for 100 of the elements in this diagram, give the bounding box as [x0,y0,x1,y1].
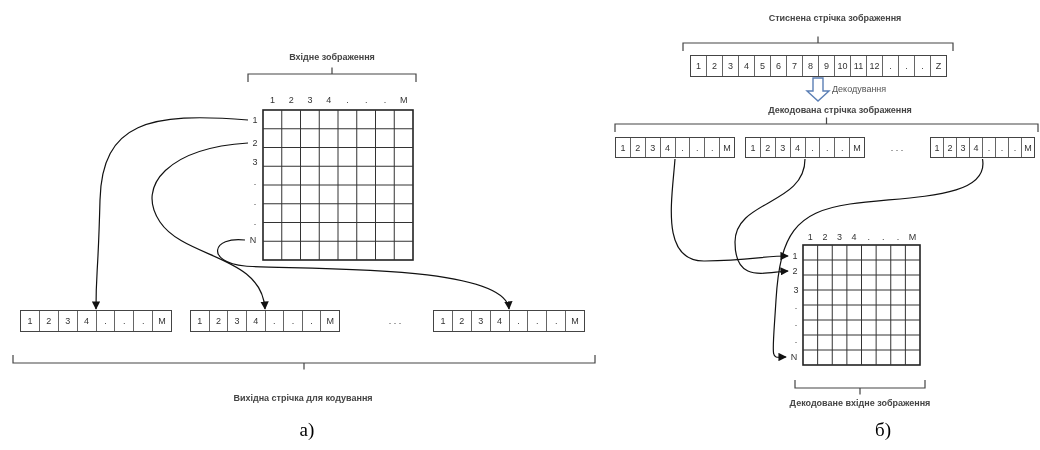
strip-cell: . [835,138,851,157]
strip-cell-text: M [1023,141,1033,155]
strip-cell: . [899,56,915,76]
curved-arrow [734,158,806,276]
row-number: 1 [250,112,260,128]
strip-cell: 2 [760,138,776,157]
curved-arrow [217,239,510,310]
column-number: 2 [822,232,828,242]
pixel-strip [745,137,865,158]
strip-cell: . [134,311,154,331]
strip-cell: 4 [77,311,97,331]
strip-cell: 3 [957,138,970,157]
strip-cell: 4 [970,138,983,157]
strip-cell: . [996,138,1009,157]
strip-cell: 6 [771,56,787,76]
strip-heading: Стиснена стрічка зображення [768,13,902,23]
strip-cell: . [528,311,548,331]
strip-cell: . [820,138,836,157]
column-number: . [867,232,870,242]
edge-label: Декодування [832,84,887,94]
strip-cell: 9 [819,56,835,76]
strip-cell: . [983,138,996,157]
strip-cell: 3 [58,311,78,331]
strip-cell: 2 [39,311,59,331]
strip-cell: 8 [803,56,819,76]
column-number: M [908,232,917,242]
strip-cell: 4 [739,56,755,76]
curved-arrow [670,158,789,262]
column-number: 3 [307,95,313,105]
strip-cell: . [1009,138,1022,157]
strip-cell: . [265,311,285,331]
column-number: . [346,95,349,105]
row-number: 3 [793,285,799,295]
strip-cell-text: M [852,141,862,155]
image-heading: Вхідне зображення [289,52,375,62]
pixel-strip [190,310,340,332]
pixel-strip [615,137,735,158]
curved-arrow [91,117,249,310]
row-number: 1 [790,249,800,263]
strip-heading: Вихідна стрічка для кодування [233,393,373,403]
strip-cell: 4 [490,311,510,331]
strip-cell: 11 [851,56,867,76]
strip-cell: . [883,56,899,76]
strip-cell: 3 [723,56,739,76]
strip-cell: . [675,138,691,157]
strip-cell-text: M [157,315,167,328]
strip-cell-text: M [722,141,732,155]
strip-cell: . [690,138,706,157]
strip-cell: 3 [228,311,247,331]
row-number: N [788,350,800,364]
column-number: . [383,95,387,105]
strip-cell: 2 [944,138,957,157]
block-arrow [805,77,831,102]
column-number: M [399,95,408,105]
column-number: . [896,232,900,242]
column-number: 4 [851,232,857,242]
strip-cell: . [284,311,303,331]
curved-arrow [151,142,268,310]
strip-cell: 1 [931,138,944,157]
strip-cell: 4 [790,138,806,157]
column-number: 3 [837,232,842,242]
panel-label: б) [875,419,891,441]
panel-label: а) [299,419,315,441]
row-number: . [253,197,257,207]
pixel-strip [433,310,585,332]
strip-cell: 4 [660,138,676,157]
column-number: 1 [807,232,813,242]
strip-cell: . [509,311,529,331]
column-number: 2 [288,95,294,105]
strip-cell-text: M [570,315,580,328]
ellipsis: . . . [890,143,904,153]
strip-cell-text: Z [934,60,943,73]
column-number: 4 [326,95,332,105]
strip-cell: 1 [434,311,453,331]
strip-cell: . [96,311,116,331]
row-number: . [794,335,798,345]
column-number: 1 [269,95,275,105]
row-number: . [794,301,798,311]
strip-cell: 1 [691,56,707,76]
row-number: . [253,217,257,227]
strip-cell: . [547,311,567,331]
strip-cell-text: M [325,315,335,328]
strip-cell: 3 [645,138,661,157]
row-number: . [794,318,798,328]
row-number: 2 [250,135,260,151]
strip-cell: 2 [707,56,723,76]
row-number: 3 [252,157,258,167]
strip-cell: 4 [246,311,266,331]
strip-cell: 3 [775,138,791,157]
strip-cell: 1 [746,138,761,157]
strip-cell: 1 [616,138,631,157]
strip-cell: . [302,311,322,331]
strip-cell: . [805,138,821,157]
strip-cell: 3 [471,311,491,331]
row-number: 2 [790,264,800,278]
column-number: . [364,95,368,105]
strip-cell: 5 [755,56,771,76]
row-number: . [253,177,257,187]
curved-arrow [772,158,984,362]
pixel-strip [930,137,1035,158]
